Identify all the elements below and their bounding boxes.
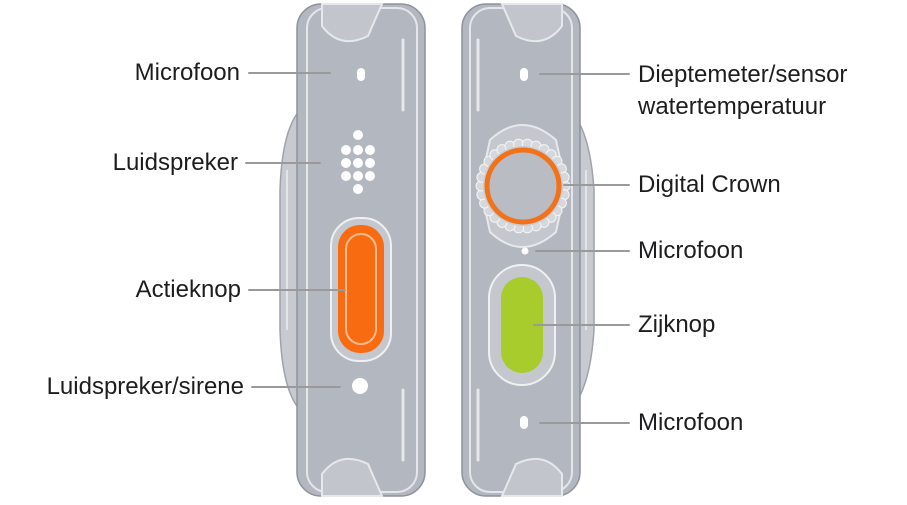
label-side-button: Zijknop xyxy=(638,311,716,338)
label-action-button: Actieknop xyxy=(135,276,241,303)
speaker-grille-hole xyxy=(365,145,375,155)
siren-speaker-hole xyxy=(352,378,368,394)
label-speaker: Luidspreker xyxy=(112,149,238,176)
left-lug-bottom xyxy=(321,457,384,497)
left-lug-top xyxy=(321,3,384,43)
middle-microphone-hole xyxy=(521,247,529,255)
right-lug-bottom xyxy=(500,457,563,497)
action-button[interactable] xyxy=(338,225,384,353)
speaker-grille-hole xyxy=(341,145,351,155)
speaker-grille-hole xyxy=(353,184,363,194)
speaker-grille-hole xyxy=(341,171,351,181)
left-case-view xyxy=(279,3,426,497)
label-depth-sensor: Dieptemeter/sensor watertemperatuur xyxy=(638,59,847,123)
speaker-grille-hole xyxy=(353,145,363,155)
label-microphone-bottom: Microfoon xyxy=(638,409,744,436)
action-button-inner-outline xyxy=(345,233,377,345)
speaker-grille xyxy=(341,130,375,194)
right-lug-top xyxy=(500,3,563,43)
speaker-grille-hole xyxy=(353,130,363,140)
label-depth-sensor-line2: watertemperatuur xyxy=(638,93,827,120)
leader-lines xyxy=(245,72,630,424)
label-depth-sensor-line1: Dieptemeter/sensor xyxy=(638,61,848,88)
depth-sensor-hole xyxy=(520,68,528,81)
speaker-grille-hole xyxy=(365,171,375,181)
label-microphone-top: Microfoon xyxy=(134,59,240,86)
speaker-grille-hole xyxy=(353,171,363,181)
label-microphone-middle: Microfoon xyxy=(638,237,744,264)
left-case-back-bump xyxy=(279,108,301,412)
digital-crown[interactable] xyxy=(484,147,562,225)
label-digital-crown: Digital Crown xyxy=(638,171,781,198)
bottom-microphone-hole xyxy=(520,416,528,429)
label-speaker-siren: Luidspreker/sirene xyxy=(46,373,244,400)
speaker-grille-hole xyxy=(365,158,375,168)
side-button[interactable] xyxy=(501,277,543,373)
left-microphone-hole xyxy=(357,68,365,81)
speaker-grille-hole xyxy=(353,158,363,168)
speaker-grille-hole xyxy=(341,158,351,168)
right-case-view xyxy=(461,3,595,497)
